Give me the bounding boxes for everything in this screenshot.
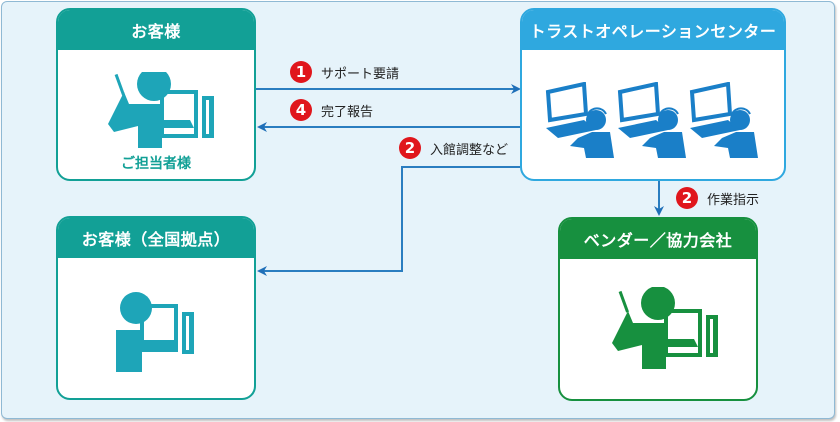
operation-center-title: トラストオペレーションセンター [522, 10, 784, 50]
operators-headset-icon [545, 82, 760, 160]
customer-box: お客様 ご担当者様 [56, 8, 256, 181]
flow-text: 作業指示 [707, 192, 760, 208]
operation-center-box: トラストオペレーションセンター [520, 8, 786, 181]
customer-sub-label: ご担当者様 [121, 156, 191, 172]
step-badge: 2 [399, 137, 421, 159]
vendor-partner-box: ベンダー／協力会社 [558, 217, 758, 401]
flow-text: サポート要請 [321, 66, 400, 82]
person-phone-computer-icon [108, 72, 214, 148]
flow-text: 入館調整など [430, 142, 509, 158]
customer-branches-box: お客様（全国拠点） [56, 216, 256, 400]
flow-label-support-request: 1 サポート要請 [290, 61, 399, 83]
flow-label-work-instruction: 2 作業指示 [676, 187, 759, 209]
person-phone-computer-icon [612, 287, 718, 369]
customer-branches-title: お客様（全国拠点） [58, 218, 254, 258]
flow-text: 完了報告 [321, 104, 374, 120]
vendor-partner-title: ベンダー／協力会社 [560, 219, 756, 259]
flow-label-completion-report: 4 完了報告 [290, 99, 373, 121]
step-badge: 4 [290, 99, 312, 121]
customer-title: お客様 [58, 10, 254, 50]
step-badge: 2 [676, 187, 698, 209]
person-computer-icon [116, 292, 194, 372]
step-badge: 1 [290, 61, 312, 83]
flow-label-entry-coordination: 2 入館調整など [399, 137, 508, 159]
arrow-entry-coordination [257, 166, 520, 276]
